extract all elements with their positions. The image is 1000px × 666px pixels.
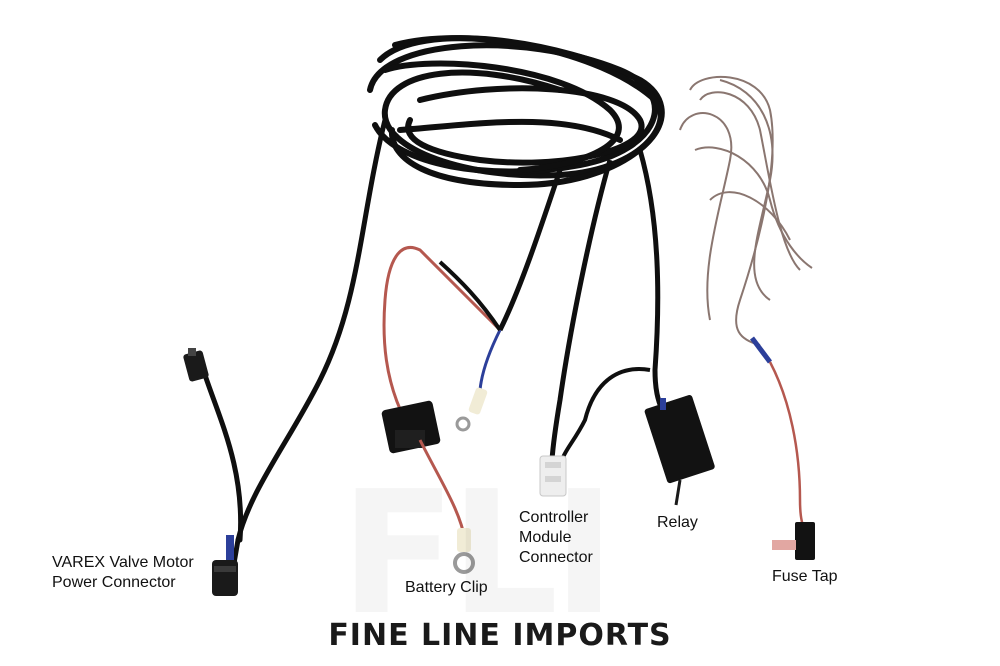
ring-terminal	[455, 387, 488, 432]
label-valve-connector: VAREX Valve Motor Power Connector	[52, 553, 194, 593]
valve-motor-connector	[212, 535, 238, 596]
fuse-tap-blue-splice	[750, 336, 772, 364]
controller-module-connector	[539, 455, 567, 497]
label-controller-line-3: Connector	[519, 549, 593, 566]
fuse-tap	[772, 522, 815, 560]
label-controller-connector: Controller Module Connector	[519, 508, 593, 568]
label-valve-connector-line-1: VAREX Valve Motor	[52, 554, 194, 571]
fli-watermark: FLI	[340, 455, 616, 653]
label-fuse-tap: Fuse Tap	[772, 568, 838, 585]
label-battery-clip: Battery Clip	[405, 579, 488, 596]
label-valve-connector-line-2: Power Connector	[52, 574, 176, 591]
controller-cable-2	[560, 367, 651, 461]
valve-connector-top	[183, 348, 209, 382]
fuse-tap-red-wire	[768, 361, 807, 531]
controller-cable	[549, 159, 613, 461]
blue-ground-wire	[478, 329, 502, 391]
label-controller-line-2: Module	[519, 529, 572, 546]
black-wire-segment	[438, 260, 502, 332]
relay-cable	[637, 149, 665, 411]
battery-clip-terminal	[453, 528, 475, 574]
fuse-tap-wire-loops	[679, 75, 813, 346]
relay-block	[644, 395, 715, 506]
ground-cable	[497, 169, 563, 332]
inline-fuse-holder	[381, 400, 441, 454]
coiled-cable	[367, 35, 665, 189]
red-battery-wire	[382, 246, 502, 421]
label-relay: Relay	[657, 514, 698, 531]
label-controller-line-1: Controller	[519, 509, 589, 526]
brand-logo-text: FINE LINE IMPORTS	[328, 618, 672, 653]
